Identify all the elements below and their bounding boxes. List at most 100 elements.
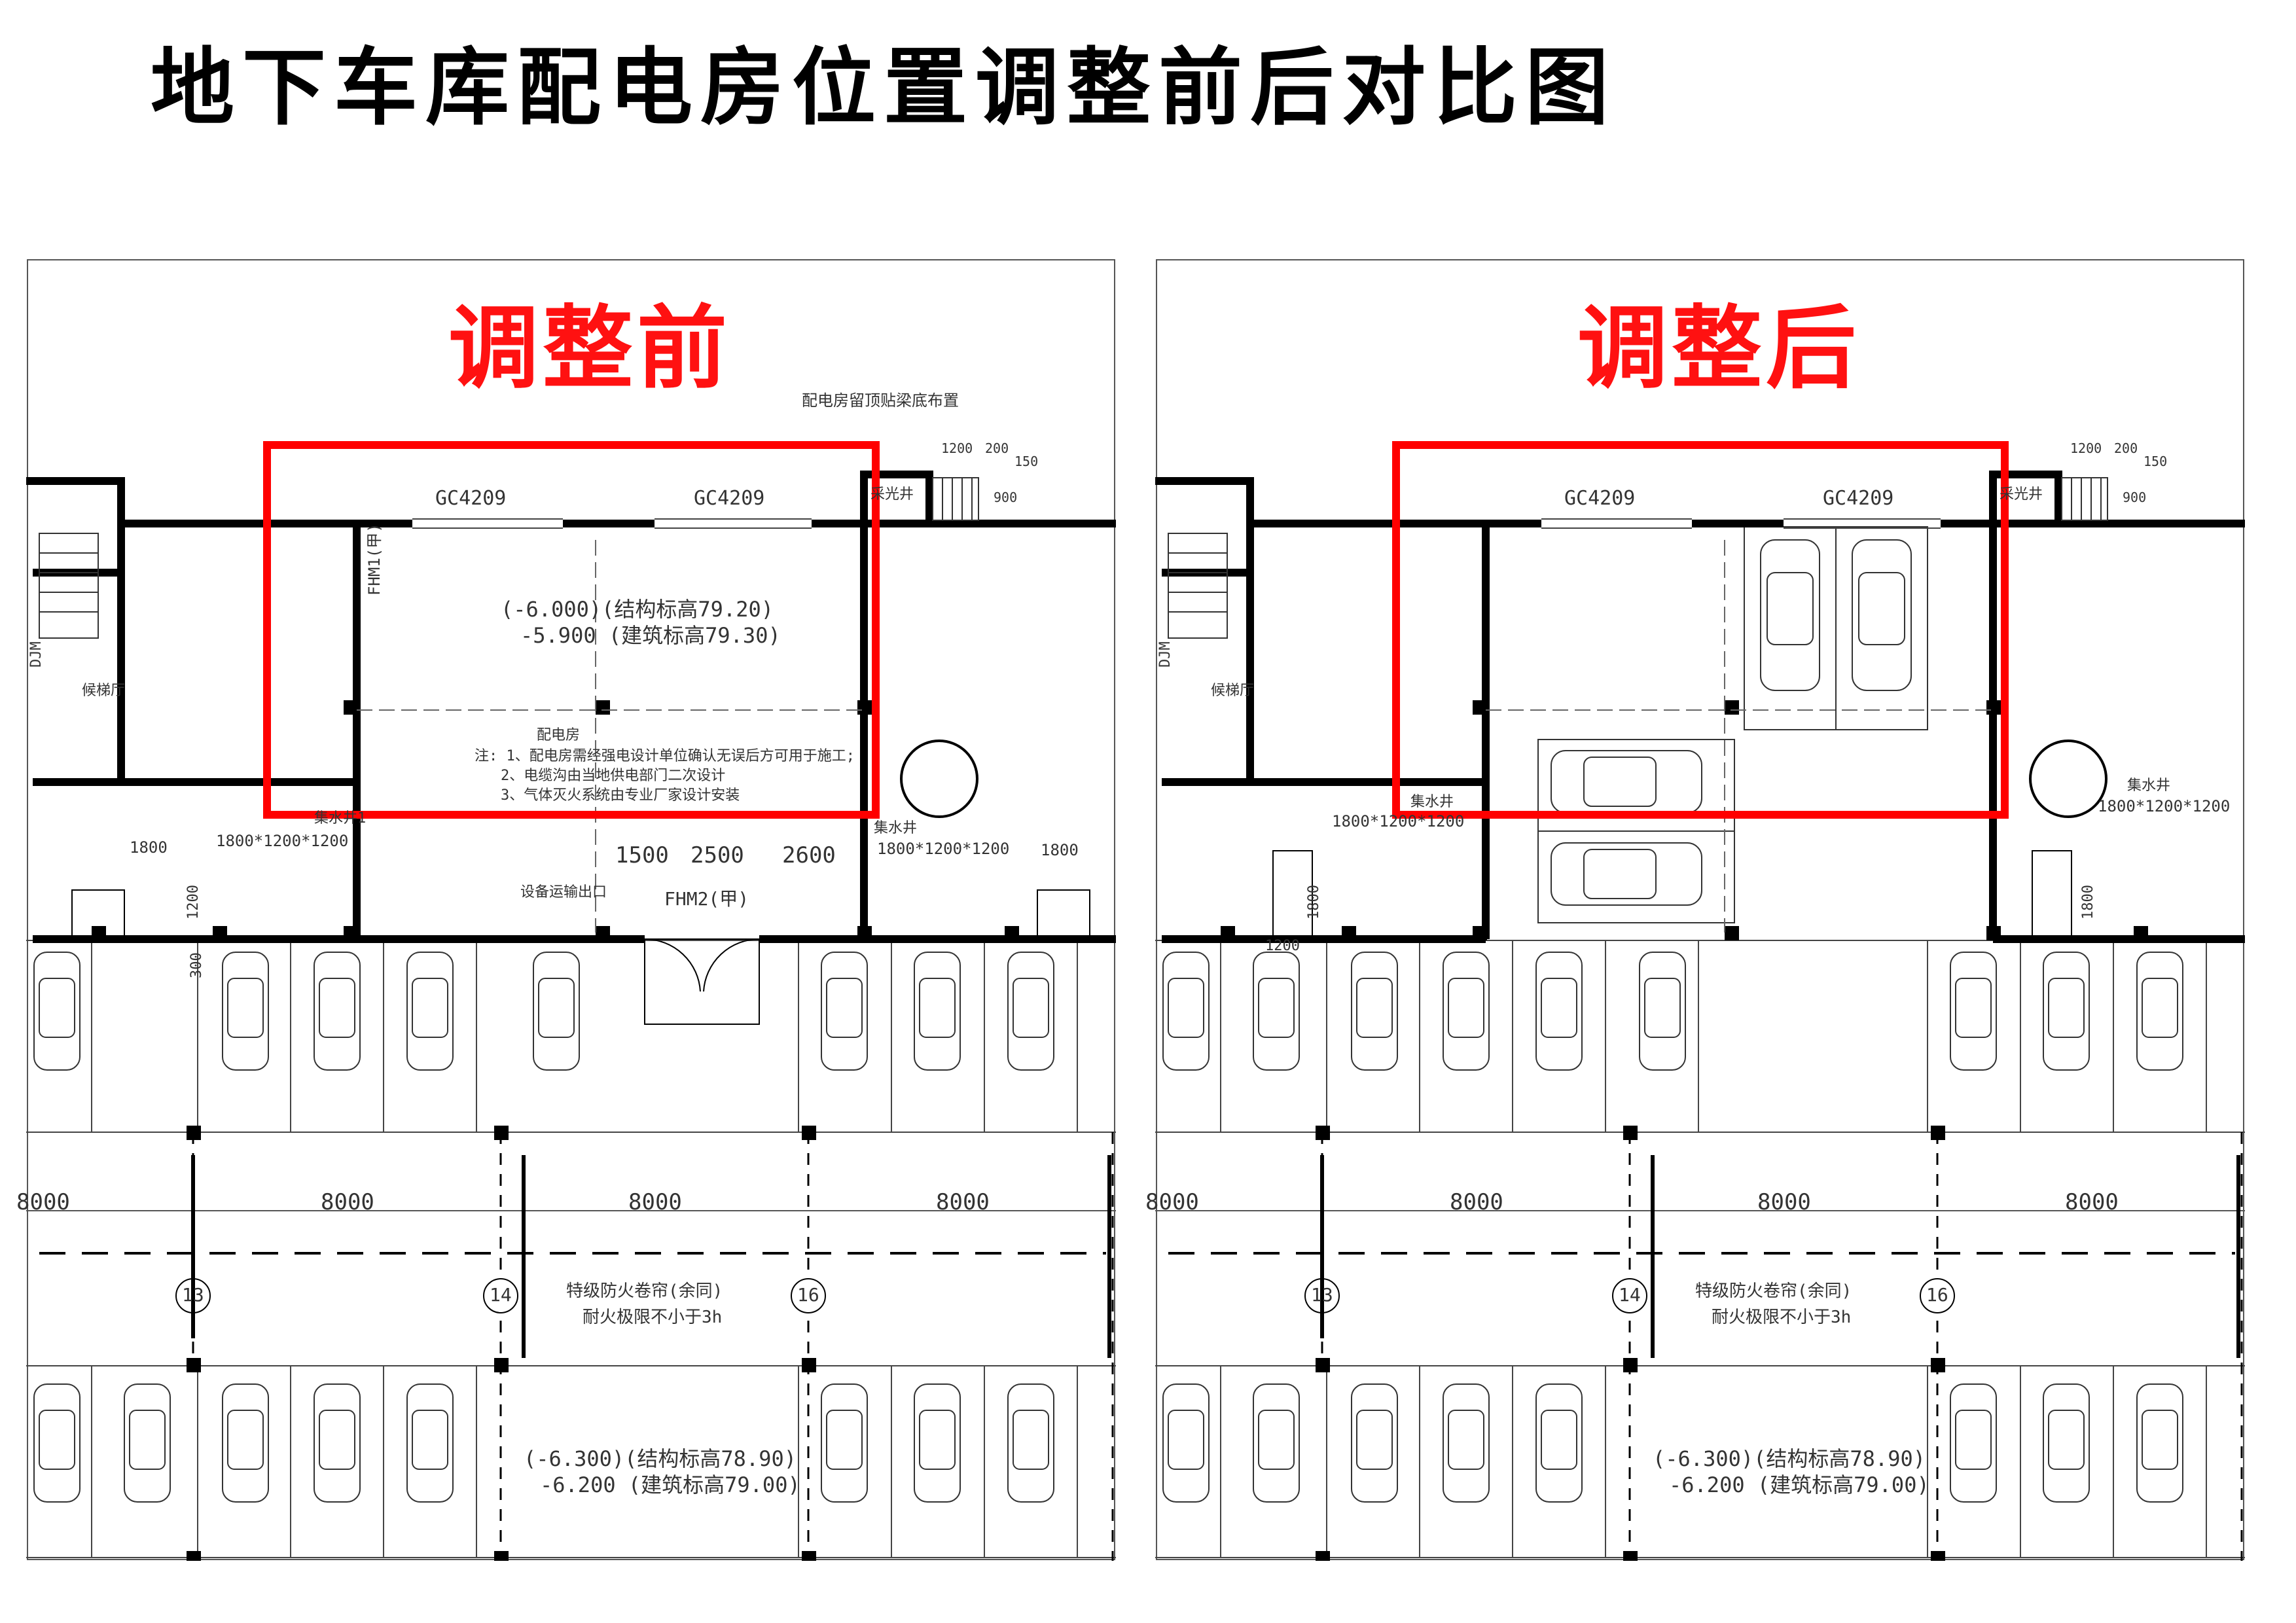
dim-150: 150: [2144, 454, 2168, 469]
axis-14: 14: [1619, 1284, 1641, 1306]
sump-size-right: 1800*1200*1200: [877, 840, 1010, 858]
garage-elev-arch: -6.200 (建筑标高79.00): [1669, 1472, 1929, 1497]
inner-parking: [1537, 526, 1928, 923]
before-floorplan: [26, 259, 1116, 1561]
sump-label-left: 集水井: [1410, 794, 1454, 810]
walls: [26, 471, 1116, 943]
shutter-note-1: 特级防火卷帘(余同): [566, 1281, 723, 1301]
sump-size-left: 1800*1200*1200: [1332, 812, 1465, 830]
sump-label-right: 集水井: [874, 820, 918, 836]
shutter-note-2: 耐火极限不小于3h: [1712, 1308, 1852, 1327]
room-axis: [357, 540, 864, 933]
highlight-box-before: [263, 441, 880, 819]
room-elev-arch: -5.900 (建筑标高79.30): [520, 623, 781, 648]
parked-cars-lower: [1162, 1383, 2183, 1503]
after-heading: 调整后: [1577, 294, 1861, 401]
after-panel: 调整后 GC4209 GC4209 采光井 1200 200 900 150 候…: [1145, 259, 2245, 1561]
sump-pits: [71, 889, 1090, 936]
stair-lobby: 候梯厅: [1211, 683, 1255, 699]
axis-16: 16: [1926, 1284, 1948, 1306]
shaft-label: DJM: [28, 641, 45, 668]
axis-16: 16: [797, 1284, 819, 1306]
bay-dim-4: 8000: [936, 1189, 990, 1215]
fire-shutter: [191, 1155, 1111, 1358]
page-title: 地下车库配电房位置调整前后对比图: [150, 39, 1617, 137]
after-floorplan: [1155, 259, 2245, 1561]
sump-label-left: 集水井1: [314, 810, 367, 827]
axis-bubbles: [1304, 1278, 1955, 1313]
shutter-note-1: 特级防火卷帘(余同): [1695, 1281, 1852, 1301]
dim-2500: 2500: [691, 842, 744, 868]
door-fhm1: FHM1(甲): [365, 523, 384, 596]
pipe-shaft: [2029, 740, 2108, 818]
before-panel: 调整前 配电房留顶贴梁底布置 GC4209 GC4209 采光井 1200 20…: [16, 259, 1116, 1561]
dim-200-top: 200: [985, 440, 1009, 456]
dim-900: 900: [994, 490, 1018, 505]
windows: [412, 518, 812, 529]
panel-frame: [1156, 259, 2244, 1560]
skylight-grid: [932, 477, 979, 521]
dim-200-top: 200: [2114, 440, 2138, 456]
sump-pits: [1272, 850, 2072, 936]
bay-dim-1: 8000: [16, 1189, 70, 1215]
skylight-grid: [2061, 477, 2108, 521]
shaft-label: DJM: [1157, 641, 1174, 668]
room-elev-struct: (-6.000)(结构标高79.20): [501, 597, 774, 622]
window-label-right: GC4209: [1823, 487, 1894, 510]
room-axis: [1486, 540, 1993, 933]
bay-dim-3: 8000: [1757, 1189, 1811, 1215]
dim-1800-right: 1800: [1041, 841, 1079, 859]
equipment-exit: 设备运输出口: [520, 884, 607, 901]
windows: [1541, 518, 1941, 529]
parked-cars-lower: [33, 1383, 1054, 1503]
bay-dim-3: 8000: [628, 1189, 682, 1215]
parked-cars-upper: [1162, 952, 2183, 1071]
axis-13: 13: [1311, 1284, 1333, 1306]
fire-shutter: [1320, 1155, 2240, 1358]
axis-14: 14: [490, 1284, 512, 1306]
dim-2600: 2600: [782, 842, 836, 868]
dim-1800-left: 1800: [130, 838, 168, 857]
shutter-note-2: 耐火极限不小于3h: [583, 1308, 723, 1327]
sump-label-right: 集水井: [2127, 777, 2171, 794]
top-note: 配电房留顶贴梁底布置: [802, 391, 959, 410]
skylight-label: 采光井: [2000, 486, 2043, 503]
note-2: 2、电缆沟由当地供电部门二次设计: [501, 768, 726, 784]
stair-left: [1168, 533, 1228, 639]
sump-size-right: 1800*1200*1200: [2098, 797, 2231, 815]
before-heading: 调整前: [448, 294, 732, 401]
skylight-label: 采光井: [870, 486, 914, 503]
sump-size-left: 1800*1200*1200: [216, 832, 349, 850]
door-fhm2-label: FHM2(甲): [664, 888, 749, 910]
dim-1200-top: 1200: [941, 440, 973, 456]
walls: [1155, 471, 2245, 943]
dim-1200-top: 1200: [2070, 440, 2102, 456]
window-label-left: GC4209: [435, 487, 507, 510]
dim-300: 300: [188, 952, 205, 978]
dim-1800-right: 1800: [2080, 885, 2096, 919]
bay-dim-1: 8000: [1145, 1189, 1199, 1215]
bay-dim-4: 8000: [2065, 1189, 2119, 1215]
note-1: 注: 1、配电房需经强电设计单位确认无误后方可用于施工;: [475, 748, 855, 764]
dim-1500: 1500: [615, 842, 669, 868]
bay-dim-2: 8000: [1450, 1189, 1503, 1215]
parked-cars-upper: [33, 952, 1054, 1071]
panel-frame: [27, 259, 1115, 1560]
bay-dim-2: 8000: [321, 1189, 374, 1215]
pipe-shaft: [900, 740, 978, 818]
dim-150: 150: [1014, 454, 1039, 469]
garage-elev-struct: (-6.300)(结构标高78.90): [1653, 1446, 1926, 1471]
dim-1200-left: 1200: [185, 885, 202, 919]
room-name: 配电房: [537, 727, 581, 743]
dim-1200-left: 1200: [1265, 938, 1300, 954]
garage-elev-struct: (-6.300)(结构标高78.90): [524, 1446, 797, 1471]
dim-1800-left: 1800: [1306, 885, 1322, 919]
window-label-left: GC4209: [1564, 487, 1636, 510]
door-fhm2: [644, 938, 760, 1025]
stair-left: [39, 533, 99, 639]
window-label-right: GC4209: [694, 487, 765, 510]
note-3: 3、气体灭火系统由专业厂家设计安装: [501, 787, 740, 804]
dim-900: 900: [2123, 490, 2147, 505]
axis-13: 13: [182, 1284, 204, 1306]
garage-elev-arch: -6.200 (建筑标高79.00): [540, 1472, 800, 1497]
